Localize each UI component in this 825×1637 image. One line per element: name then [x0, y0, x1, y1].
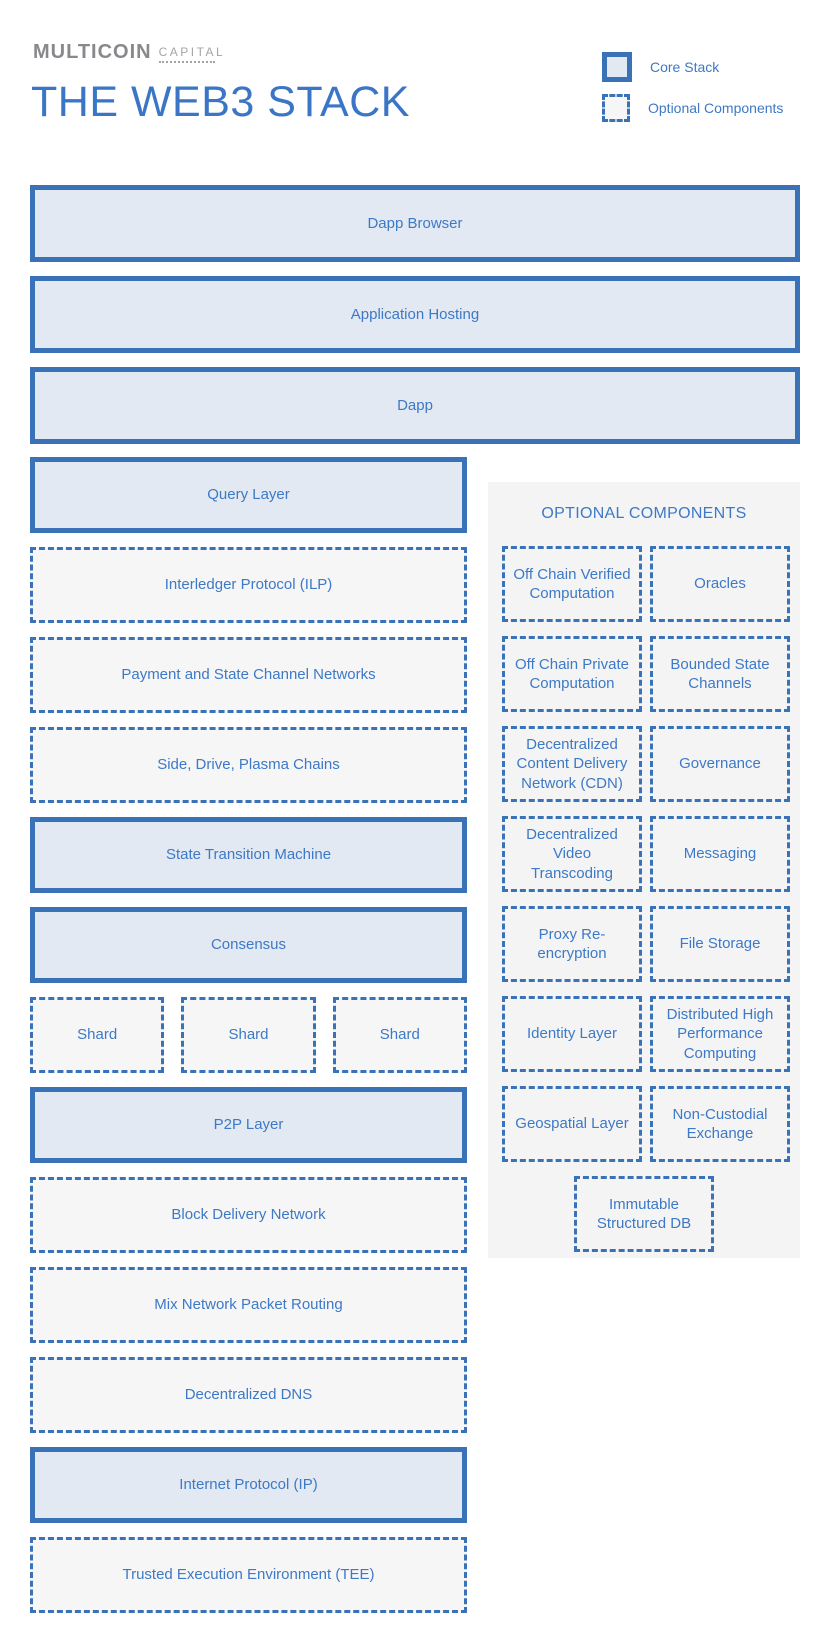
- component-identity-layer: Identity Layer: [502, 996, 642, 1072]
- component-file-storage: File Storage: [650, 906, 790, 982]
- layer-p2p-layer: P2P Layer: [30, 1087, 467, 1163]
- component-immutable-structured-db: Immutable Structured DB: [574, 1176, 714, 1252]
- layer-query-layer: Query Layer: [30, 457, 467, 533]
- layer-block-delivery-network: Block Delivery Network: [30, 1177, 467, 1253]
- optional-components-swatch-icon: [602, 94, 630, 122]
- legend-optional-label: Optional Components: [648, 100, 784, 116]
- optional-components-title: OPTIONAL COMPONENTS: [541, 505, 747, 522]
- component-oracles: Oracles: [650, 546, 790, 622]
- logo-primary-text: MULTICOIN: [33, 41, 152, 63]
- component-decentralized-video-transcoding: Decentralized Video Transcoding: [502, 816, 642, 892]
- layer-dapp-browser: Dapp Browser: [30, 185, 800, 262]
- layer-mix-network-packet-routing: Mix Network Packet Routing: [30, 1267, 467, 1343]
- layer-decentralized-dns: Decentralized DNS: [30, 1357, 467, 1433]
- component-distributed-high-performance-computing: Distributed High Performance Computing: [650, 996, 790, 1072]
- logo-secondary-wrap: CAPITAL: [158, 42, 226, 63]
- layer-shard-1: Shard: [30, 997, 165, 1073]
- page-title: THE WEB3 STACK: [31, 78, 410, 126]
- legend: Core Stack Optional Components: [602, 52, 783, 134]
- multicoin-logo: MULTICOIN CAPITAL: [33, 42, 225, 63]
- core-stack-swatch-icon: [602, 52, 632, 82]
- component-governance: Governance: [650, 726, 790, 802]
- optional-components-grid: Off Chain Verified Computation Oracles O…: [502, 546, 800, 1162]
- component-non-custodial-exchange: Non-Custodial Exchange: [650, 1086, 790, 1162]
- component-messaging: Messaging: [650, 816, 790, 892]
- layer-shard-3: Shard: [332, 997, 467, 1073]
- left-stack-column: Query Layer Interledger Protocol (ILP) P…: [30, 457, 467, 1627]
- optional-components-footer: Immutable Structured DB: [488, 1176, 800, 1252]
- layer-application-hosting: Application Hosting: [30, 276, 800, 353]
- layer-consensus: Consensus: [30, 907, 467, 983]
- layer-internet-protocol: Internet Protocol (IP): [30, 1447, 467, 1523]
- top-stack-rows: Dapp Browser Application Hosting Dapp: [30, 185, 800, 458]
- layer-dapp: Dapp: [30, 367, 800, 444]
- logo-dots-icon: [158, 61, 215, 63]
- component-decentralized-cdn: Decentralized Content Delivery Network (…: [502, 726, 642, 802]
- legend-core-label: Core Stack: [650, 59, 720, 75]
- component-proxy-re-encryption: Proxy Re-encryption: [502, 906, 642, 982]
- layer-payment-state-channel-networks: Payment and State Channel Networks: [30, 637, 467, 713]
- layer-interledger-protocol: Interledger Protocol (ILP): [30, 547, 467, 623]
- component-off-chain-private-computation: Off Chain Private Computation: [502, 636, 642, 712]
- component-geospatial-layer: Geospatial Layer: [502, 1086, 642, 1162]
- component-bounded-state-channels: Bounded State Channels: [650, 636, 790, 712]
- layer-state-transition-machine: State Transition Machine: [30, 817, 467, 893]
- component-off-chain-verified-computation: Off Chain Verified Computation: [502, 546, 642, 622]
- legend-row-core: Core Stack: [602, 52, 783, 82]
- logo-secondary-text: CAPITAL: [158, 45, 226, 59]
- layer-side-drive-plasma-chains: Side, Drive, Plasma Chains: [30, 727, 467, 803]
- optional-components-panel: OPTIONAL COMPONENTS Off Chain Verified C…: [488, 482, 800, 1258]
- shard-row: Shard Shard Shard: [30, 997, 467, 1073]
- layer-trusted-execution-environment: Trusted Execution Environment (TEE): [30, 1537, 467, 1613]
- layer-shard-2: Shard: [181, 997, 316, 1073]
- legend-row-optional: Optional Components: [602, 94, 783, 122]
